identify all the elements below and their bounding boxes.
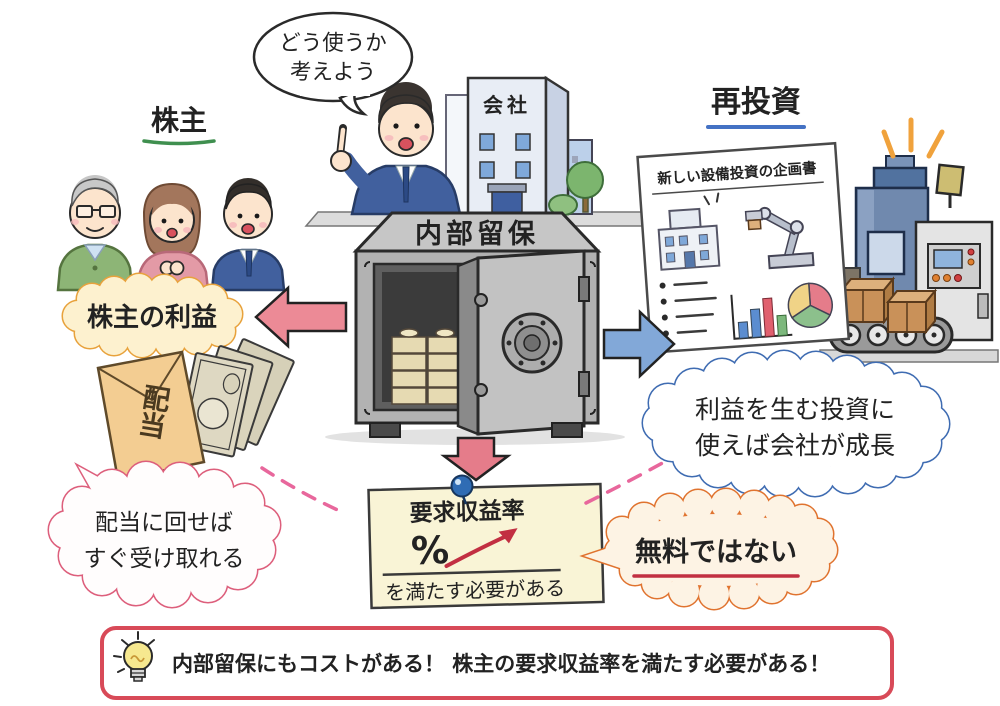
investment-plan-document: 新しい設備投資の企画書	[636, 141, 851, 354]
banner-text: 内部留保にもコストがある！ 株主の要求収益率を満たす必要がある！	[172, 652, 830, 676]
reinvest-arrow-right	[602, 309, 676, 379]
tree-icon	[548, 161, 604, 216]
speech-bubble: どう使うか 考えよう	[252, 11, 414, 116]
cardboard-box-icon	[885, 288, 938, 335]
robot-arm-icon	[744, 206, 815, 270]
note-percent: %	[410, 528, 449, 573]
businessman-illustration	[330, 82, 462, 216]
dividend-envelope-label: 配当	[131, 381, 172, 441]
invest-cloud-line-1: 利益を生む投資に	[695, 395, 895, 424]
dashed-connector-right	[584, 459, 668, 505]
not-free-label: 無料ではない	[635, 537, 797, 568]
dividend-arrow-left	[254, 285, 348, 349]
shareholder-woman	[136, 182, 210, 292]
invest-cloud-line-2: 使えば会社が成長	[695, 431, 895, 460]
growth-arrow-head	[498, 528, 518, 544]
profit-label: 株主の利益	[87, 303, 217, 333]
summary-banner: 内部留保にもコストがある！ 株主の要求収益率を満たす必要がある！	[100, 626, 894, 700]
lightbulb-icon	[113, 631, 155, 682]
speech-line-1: どう使うか	[279, 31, 387, 56]
cost-arrow-down	[440, 436, 512, 482]
shareholders-label: 株主	[151, 104, 207, 137]
dividend-envelope-icon	[96, 350, 206, 482]
shareholder-young-man	[210, 178, 286, 292]
shareholder-elderly-man	[56, 175, 134, 292]
dividend-cloud-line-1: 配当に回せば	[95, 510, 233, 536]
pie-chart-icon	[787, 282, 833, 328]
company-label: 会社	[483, 93, 531, 117]
dashed-connector-left	[260, 466, 344, 514]
bullet-list-icon	[659, 281, 717, 337]
sparkle-icon	[881, 117, 945, 159]
factory-machine-illustration	[828, 155, 994, 354]
cardboard-box-icon	[839, 276, 896, 325]
required-return-note: 要求収益率 % を満たす必要がある	[367, 482, 605, 610]
money-stacks-icon	[391, 328, 463, 405]
push-pin-icon	[450, 474, 474, 505]
bar-chart-icon	[730, 294, 793, 340]
factory-building-icon	[657, 192, 721, 271]
dividend-cloud-line-2: すぐ受け取れる	[84, 546, 245, 572]
reinvestment-label: 再投資	[711, 85, 801, 120]
speech-line-2: 考えよう	[290, 60, 376, 85]
shareholders-underline	[142, 139, 216, 146]
safe-illustration: 内部留保	[352, 211, 602, 438]
note-line-1: 要求収益率	[409, 497, 525, 527]
note-line-2: を満たす必要がある	[385, 576, 566, 605]
safe-label: 内部留保	[415, 218, 539, 250]
growth-arrow-icon	[444, 533, 510, 569]
